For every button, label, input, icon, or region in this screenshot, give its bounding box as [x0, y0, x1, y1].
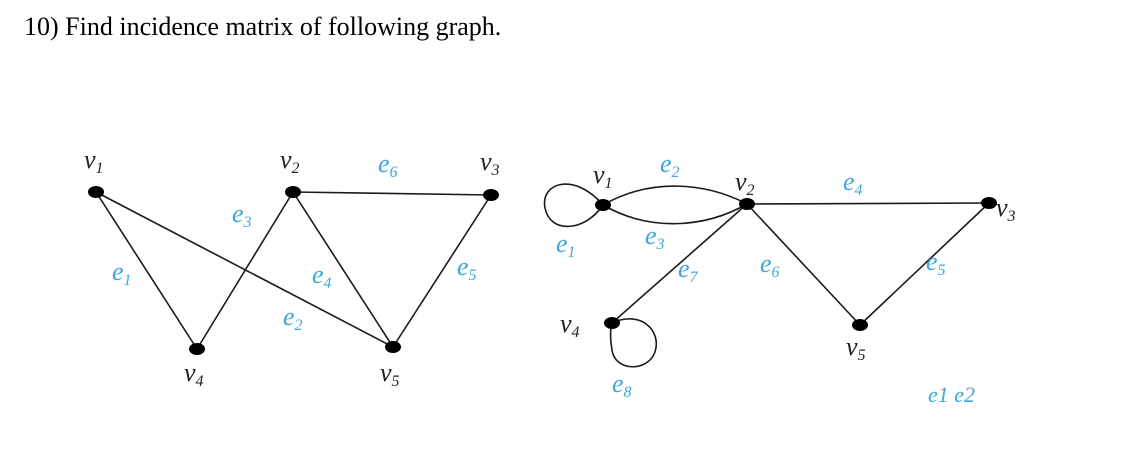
- right-label-v4: v4: [560, 309, 580, 341]
- right-edge-e7: [611, 203, 748, 324]
- left-graph: v1 v2 v3 v4 v5 e1 e2 e3 e4 e5 e6: [84, 145, 500, 390]
- right-label-e5: e5: [926, 247, 946, 279]
- right-edge-e1: [543, 183, 604, 228]
- right-edge-e4: [746, 202, 990, 205]
- right-label-e4: e4: [843, 167, 863, 199]
- right-edge-e8: [609, 318, 658, 368]
- right-edge-e6: [746, 203, 861, 326]
- question-title: 10) Find incidence matrix of following g…: [24, 12, 502, 41]
- right-label-e1: e1: [556, 229, 576, 261]
- right-label-e7: e7: [678, 254, 699, 286]
- left-label-e6: e6: [378, 149, 398, 181]
- right-label-v2: v2: [735, 167, 755, 199]
- left-vertex-v1: [88, 186, 104, 198]
- right-edge-e5: [859, 202, 990, 326]
- left-vertex-v3: [483, 189, 499, 201]
- left-label-e1: e1: [112, 257, 132, 289]
- left-label-v5: v5: [380, 358, 400, 390]
- left-label-v3: v3: [480, 147, 500, 179]
- right-vertex-v1: [595, 199, 611, 211]
- right-label-e8: e8: [612, 369, 632, 401]
- right-label-v5: v5: [846, 332, 866, 364]
- right-label-e3: e3: [645, 221, 665, 253]
- left-vertex-v5: [385, 341, 401, 353]
- left-edge-e2: [95, 191, 394, 348]
- left-vertex-v2: [285, 186, 301, 198]
- left-vertex-v4: [189, 343, 205, 355]
- right-vertex-v4: [604, 317, 620, 329]
- left-label-e2: e2: [283, 302, 303, 334]
- left-edge-e3: [196, 191, 294, 350]
- left-edge-e4: [292, 191, 394, 348]
- right-vertex-v3: [981, 197, 997, 209]
- left-label-e4: e4: [312, 260, 332, 292]
- left-edge-e1: [95, 191, 198, 350]
- right-graph: v1 v2 v3 v4 v5 e1 e2 e3 e4 e5 e6 e7 e8 e…: [543, 149, 1016, 407]
- right-label-e6: e6: [760, 249, 780, 281]
- left-edge-e5: [392, 194, 492, 348]
- left-label-v4: v4: [184, 358, 204, 390]
- right-cut-off-text: e1 e2: [928, 382, 975, 407]
- right-vertex-v2: [739, 198, 755, 210]
- left-label-v1: v1: [84, 145, 104, 177]
- left-label-e3: e3: [232, 199, 252, 231]
- right-vertex-v5: [852, 319, 868, 331]
- right-label-v3: v3: [996, 193, 1016, 225]
- left-label-v2: v2: [280, 145, 300, 177]
- right-edge-e3: [602, 203, 748, 225]
- right-edge-e2: [602, 185, 748, 206]
- right-label-v1: v1: [593, 160, 613, 192]
- left-label-e5: e5: [457, 252, 477, 284]
- right-label-e2: e2: [660, 149, 680, 181]
- left-edge-e6: [292, 191, 492, 196]
